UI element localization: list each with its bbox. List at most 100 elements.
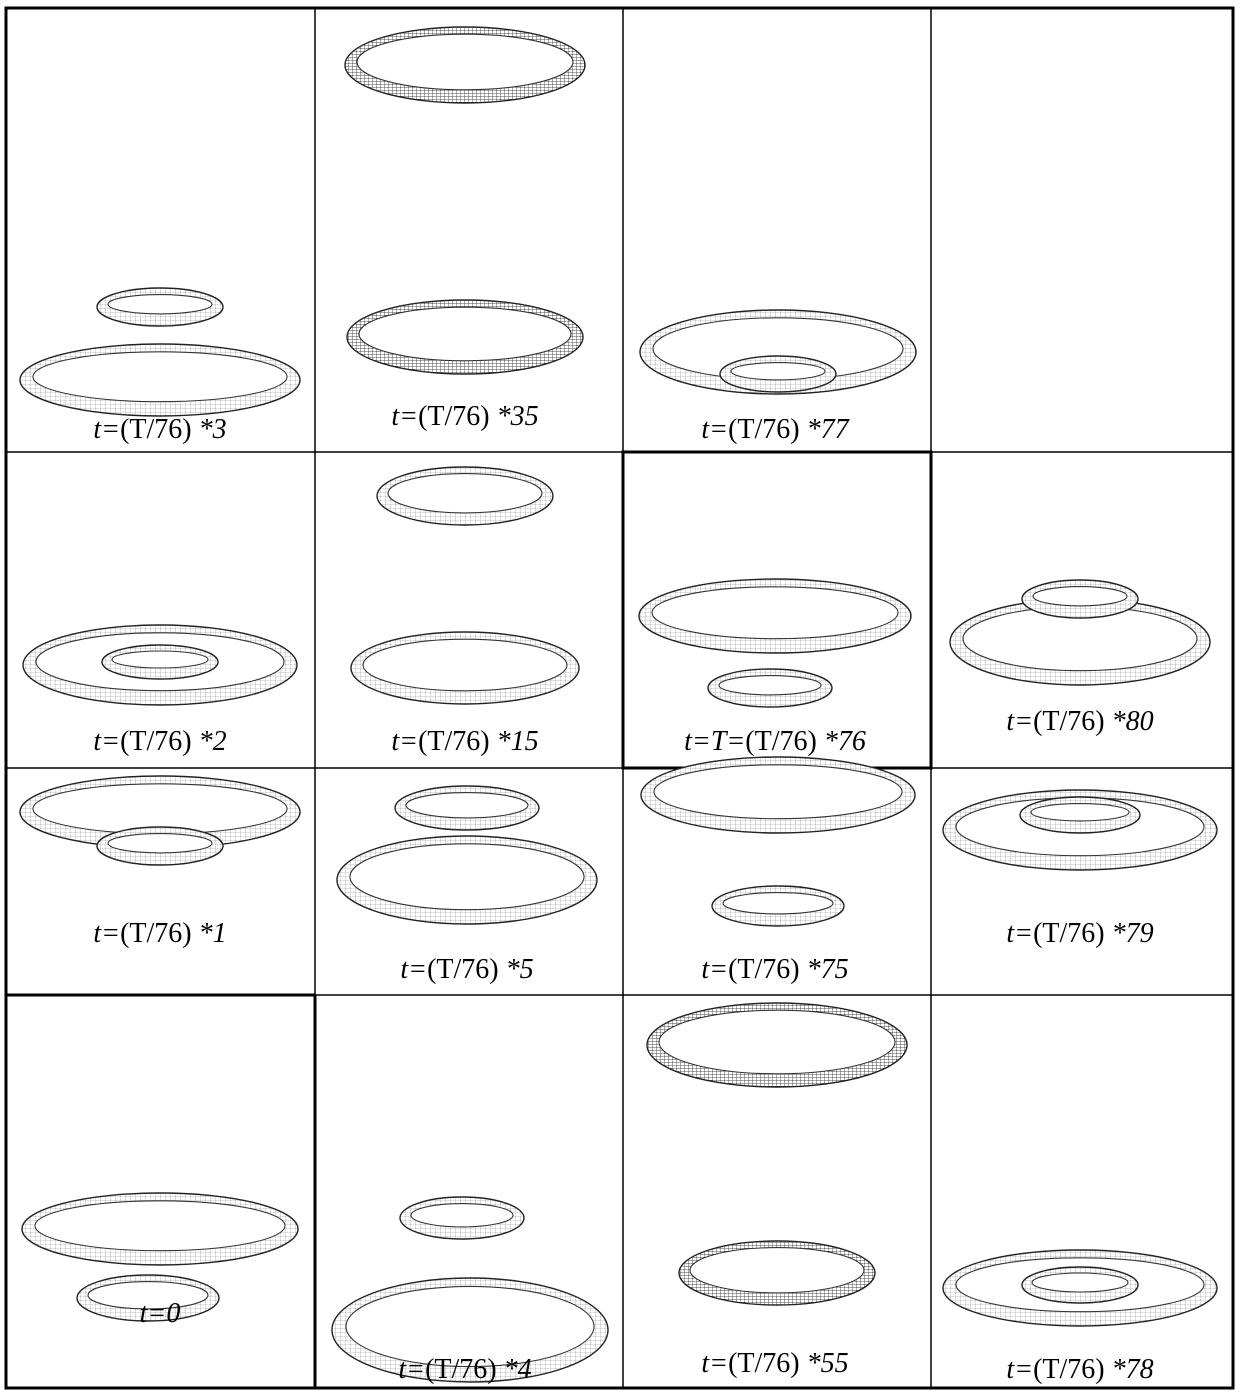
- caption-paren: (T/76): [418, 726, 490, 757]
- torus-1-1: [347, 300, 583, 374]
- caption-mult: *79: [1105, 918, 1154, 949]
- caption-pre: t=: [93, 414, 120, 445]
- torus-11-1: [1020, 797, 1140, 833]
- torus-hole: [690, 1248, 864, 1293]
- caption-r2-c0: t=(T/76) *1: [93, 918, 226, 949]
- caption-r1-c0: t=(T/76) *2: [93, 726, 226, 757]
- torus-9-0: [395, 786, 539, 830]
- caption-pre: t=: [398, 1354, 425, 1385]
- caption-paren: (T/76): [120, 414, 192, 445]
- caption-mult: *2: [192, 726, 227, 757]
- torus-14-0: [647, 1003, 907, 1087]
- torus-hole: [388, 474, 542, 513]
- torus-hole: [719, 676, 821, 695]
- torus-hole: [659, 1010, 895, 1074]
- caption-pre: t=: [701, 414, 728, 445]
- caption-mult: *3: [192, 414, 227, 445]
- torus-hole: [35, 1201, 285, 1251]
- caption-r2-c3: t=(T/76) *79: [1006, 918, 1153, 949]
- caption-r0-c0: t=(T/76) *3: [93, 414, 226, 445]
- caption-r3-c1: t=(T/76) *4: [398, 1354, 531, 1385]
- caption-mult: *55: [800, 1348, 849, 1379]
- caption-r3-c0: t=0: [140, 1298, 181, 1329]
- caption-r3-c2: t=(T/76) *55: [701, 1348, 848, 1379]
- torus-hole: [723, 893, 833, 914]
- torus-hole: [108, 295, 212, 314]
- caption-paren: (T/76): [745, 726, 817, 757]
- torus-13-1: [400, 1197, 524, 1239]
- torus-10-0: [641, 757, 915, 833]
- torus-5-0: [377, 467, 553, 525]
- torus-hole: [1032, 1273, 1128, 1292]
- caption-r1-c1: t=(T/76) *15: [391, 726, 538, 757]
- torus-hole: [33, 352, 287, 402]
- caption-paren: (T/76): [425, 1354, 497, 1385]
- torus-4-1: [102, 645, 218, 679]
- caption-mult: *5: [499, 954, 534, 985]
- caption-mult: *76: [817, 726, 866, 757]
- torus-hole: [33, 784, 287, 834]
- torus-6-1: [708, 669, 832, 707]
- torus-hole: [1033, 587, 1127, 606]
- caption-mult: *4: [497, 1354, 532, 1385]
- caption-pre: t=: [93, 918, 120, 949]
- caption-r0-c2: t=(T/76) *77: [701, 414, 849, 445]
- torus-hole: [731, 363, 825, 380]
- caption-paren: (T/76): [728, 1348, 800, 1379]
- torus-2-1: [720, 356, 836, 392]
- torus-7-1: [1022, 580, 1138, 618]
- torus-6-0: [639, 579, 911, 653]
- torus-hole: [112, 651, 208, 668]
- caption-paren: (T/76): [120, 918, 192, 949]
- torus-hole: [652, 587, 898, 639]
- caption-r3-c3: t=(T/76) *78: [1006, 1354, 1153, 1385]
- caption-mult: *78: [1105, 1354, 1154, 1385]
- caption-pre: t=: [701, 954, 728, 985]
- caption-pre: t=: [400, 954, 427, 985]
- torus-5-1: [351, 632, 579, 704]
- torus-hole: [350, 844, 584, 910]
- caption-r2-c2: t=(T/76) *75: [701, 954, 848, 985]
- caption-mult: *80: [1105, 706, 1154, 737]
- torus-hole: [406, 793, 528, 818]
- torus-0-1: [97, 288, 223, 326]
- torus-hole: [108, 834, 212, 853]
- caption-paren: (T/76): [418, 401, 490, 432]
- torus-8-1: [97, 827, 223, 865]
- caption-pre: t=: [391, 401, 418, 432]
- caption-mult: *15: [490, 726, 539, 757]
- torus-14-1: [679, 1241, 875, 1305]
- caption-mult: *77: [800, 414, 850, 445]
- caption-pre: t=T=: [684, 726, 745, 757]
- caption-paren: (T/76): [1033, 918, 1105, 949]
- caption-paren: (T/76): [728, 414, 800, 445]
- torus-12-0: [22, 1193, 298, 1265]
- caption-paren: (T/76): [427, 954, 499, 985]
- caption-paren: (T/76): [1033, 1354, 1105, 1385]
- caption-r0-c1: t=(T/76) *35: [391, 401, 538, 432]
- caption-r2-c1: t=(T/76) *5: [400, 954, 533, 985]
- caption-paren: (T/76): [120, 726, 192, 757]
- caption-mult: *75: [800, 954, 849, 985]
- caption-pre: t=: [391, 726, 418, 757]
- caption-mult: *1: [192, 918, 227, 949]
- torus-hole: [359, 307, 571, 361]
- caption-pre: t=: [93, 726, 120, 757]
- caption-mult: *35: [490, 401, 539, 432]
- caption-pre: t=: [1006, 918, 1033, 949]
- caption-r1-c3: t=(T/76) *80: [1006, 706, 1153, 737]
- caption-paren: (T/76): [1033, 706, 1105, 737]
- caption-r1-c2: t=T=(T/76) *76: [684, 726, 866, 757]
- caption-pre: t=: [701, 1348, 728, 1379]
- caption-paren: (T/76): [728, 954, 800, 985]
- torus-hole: [357, 34, 573, 90]
- torus-hole: [1031, 804, 1129, 821]
- torus-hole: [411, 1204, 513, 1227]
- torus-hole: [654, 765, 902, 819]
- caption-pre: t=0: [140, 1298, 181, 1329]
- tori-layer: [20, 27, 1217, 1382]
- caption-pre: t=: [1006, 706, 1033, 737]
- torus-9-1: [337, 836, 597, 924]
- torus-1-0: [345, 27, 585, 103]
